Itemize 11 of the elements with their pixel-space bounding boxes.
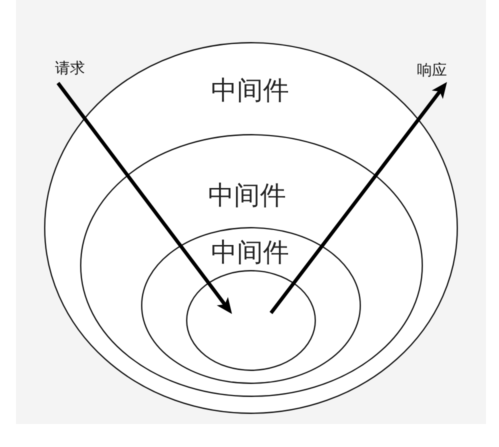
layer-ellipse — [141, 227, 361, 384]
layer-ellipse — [44, 42, 458, 414]
flow-label: 响应 — [417, 63, 447, 78]
layer-label: 中间件 — [211, 240, 289, 266]
flow-label: 请求 — [55, 61, 85, 76]
arrow — [56, 82, 232, 314]
layer-label: 中间件 — [211, 78, 289, 104]
layer-label: 中间件 — [208, 183, 286, 209]
core-ellipse — [186, 270, 316, 371]
arrow — [270, 82, 447, 314]
layer-ellipse — [80, 134, 423, 397]
